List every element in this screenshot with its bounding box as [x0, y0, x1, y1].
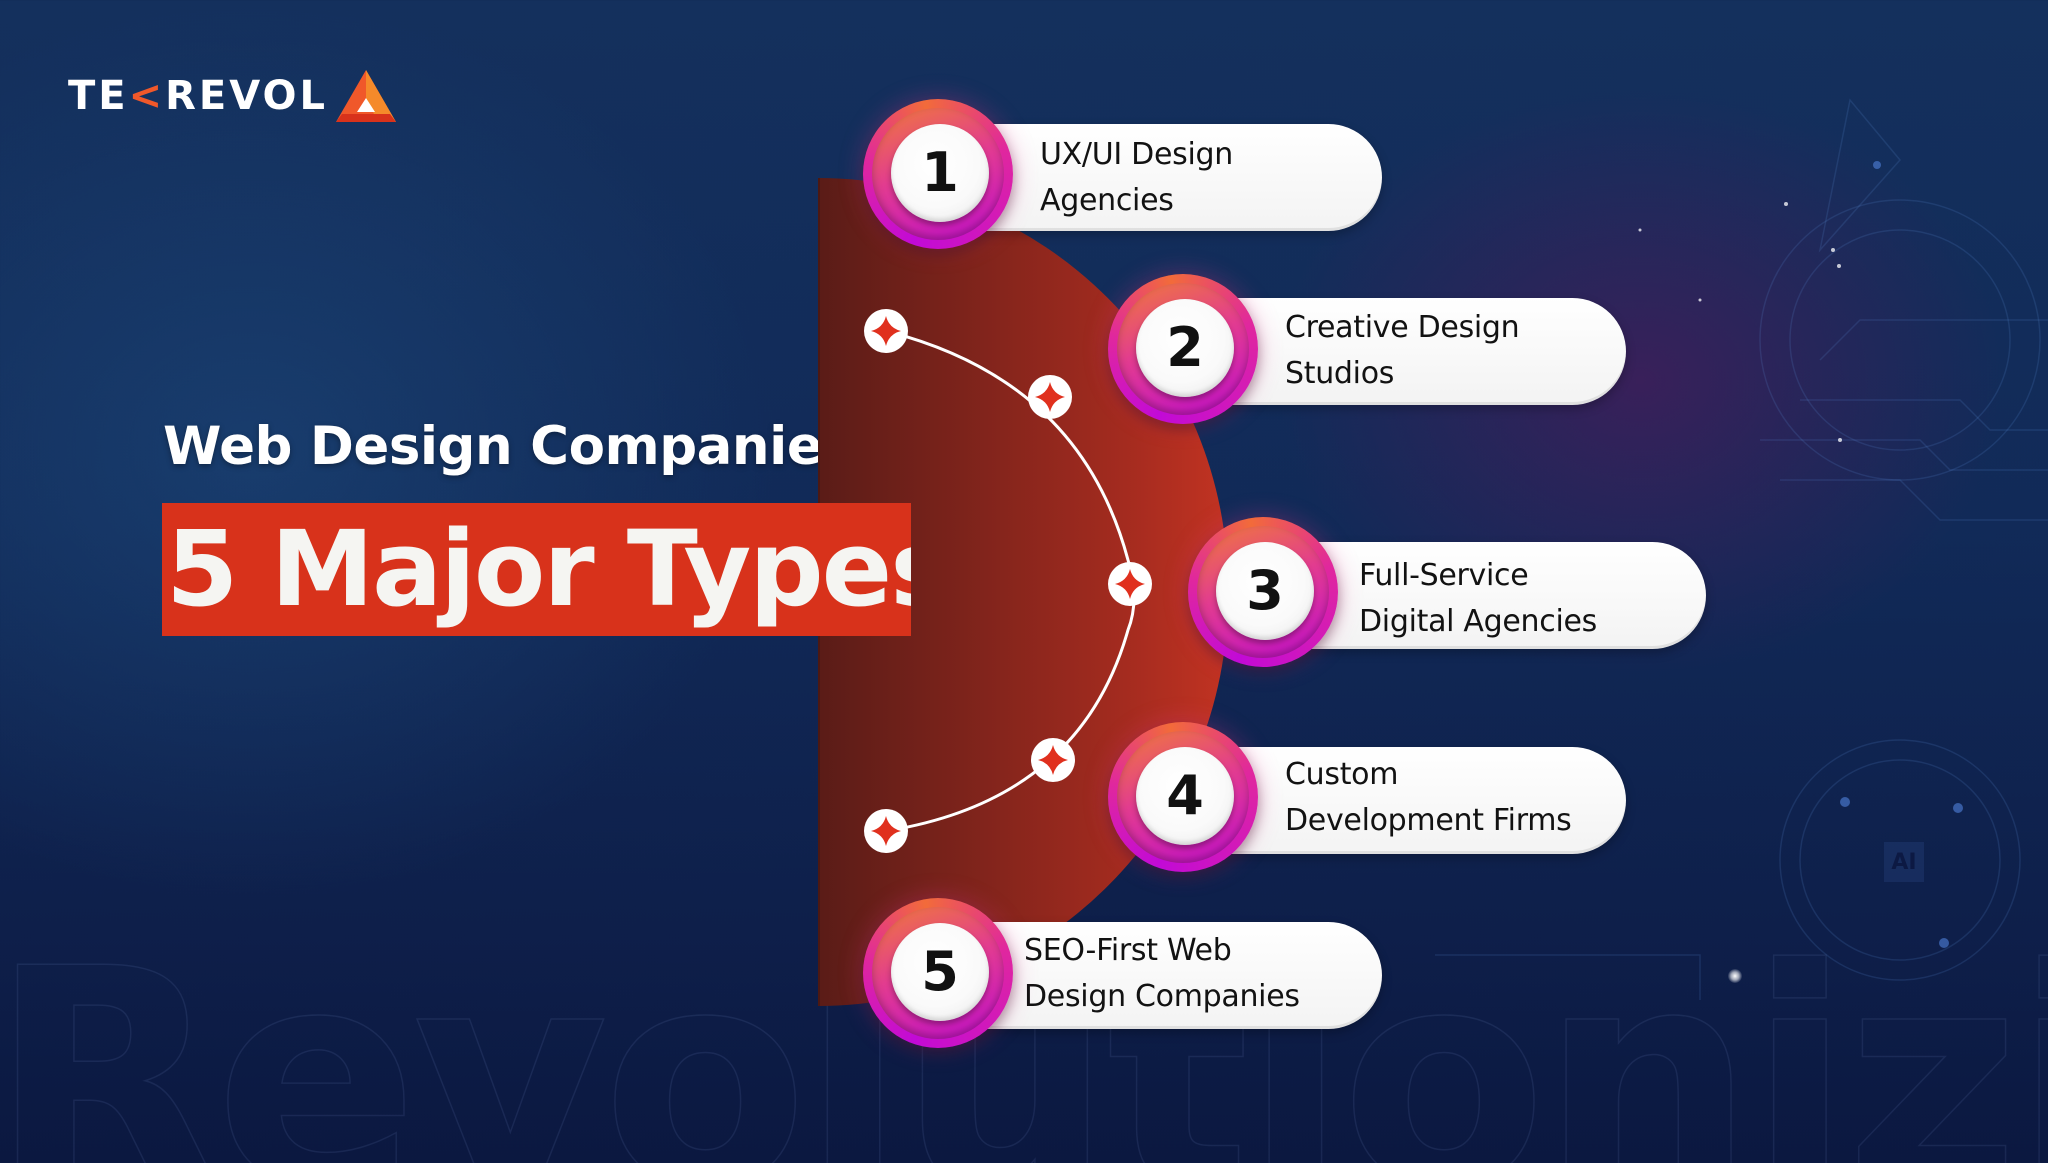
number-badge: 3: [1188, 517, 1338, 667]
item-number: 3: [1246, 559, 1284, 622]
number-badge: 2: [1108, 274, 1258, 424]
item-label-pill: [960, 922, 1382, 1029]
item-label-pill: [1280, 542, 1706, 649]
item-label-pill: [1200, 298, 1626, 405]
logo-triangle-icon: [336, 70, 396, 122]
item-number: 5: [921, 940, 959, 1003]
item-number: 2: [1166, 316, 1204, 379]
item-label-pill: [960, 124, 1382, 231]
tekrevol-logo: TE<REVOL: [68, 66, 398, 126]
star-node-icon: [864, 309, 908, 353]
page-title: 5 Major Types: [166, 508, 911, 630]
item-label-pill: [1200, 747, 1626, 854]
star-node-icon: [1028, 375, 1072, 419]
star-node-icon: [864, 809, 908, 853]
logo-accent-chevron: <: [128, 73, 166, 119]
logo-suffix: REVOL: [165, 73, 328, 119]
number-badge: 5: [863, 898, 1013, 1048]
title-banner: 5 Major Types: [162, 503, 911, 636]
item-number: 4: [1166, 764, 1204, 827]
number-badge: 1: [863, 99, 1013, 249]
logo-prefix: TE: [68, 73, 129, 119]
item-number: 1: [921, 141, 959, 204]
subtitle-heading: Web Design Companies: [163, 416, 854, 477]
logo-wordmark: TE<REVOL: [68, 76, 328, 116]
star-node-icon: [1031, 738, 1075, 782]
number-badge: 4: [1108, 722, 1258, 872]
star-node-icon: [1108, 562, 1152, 606]
